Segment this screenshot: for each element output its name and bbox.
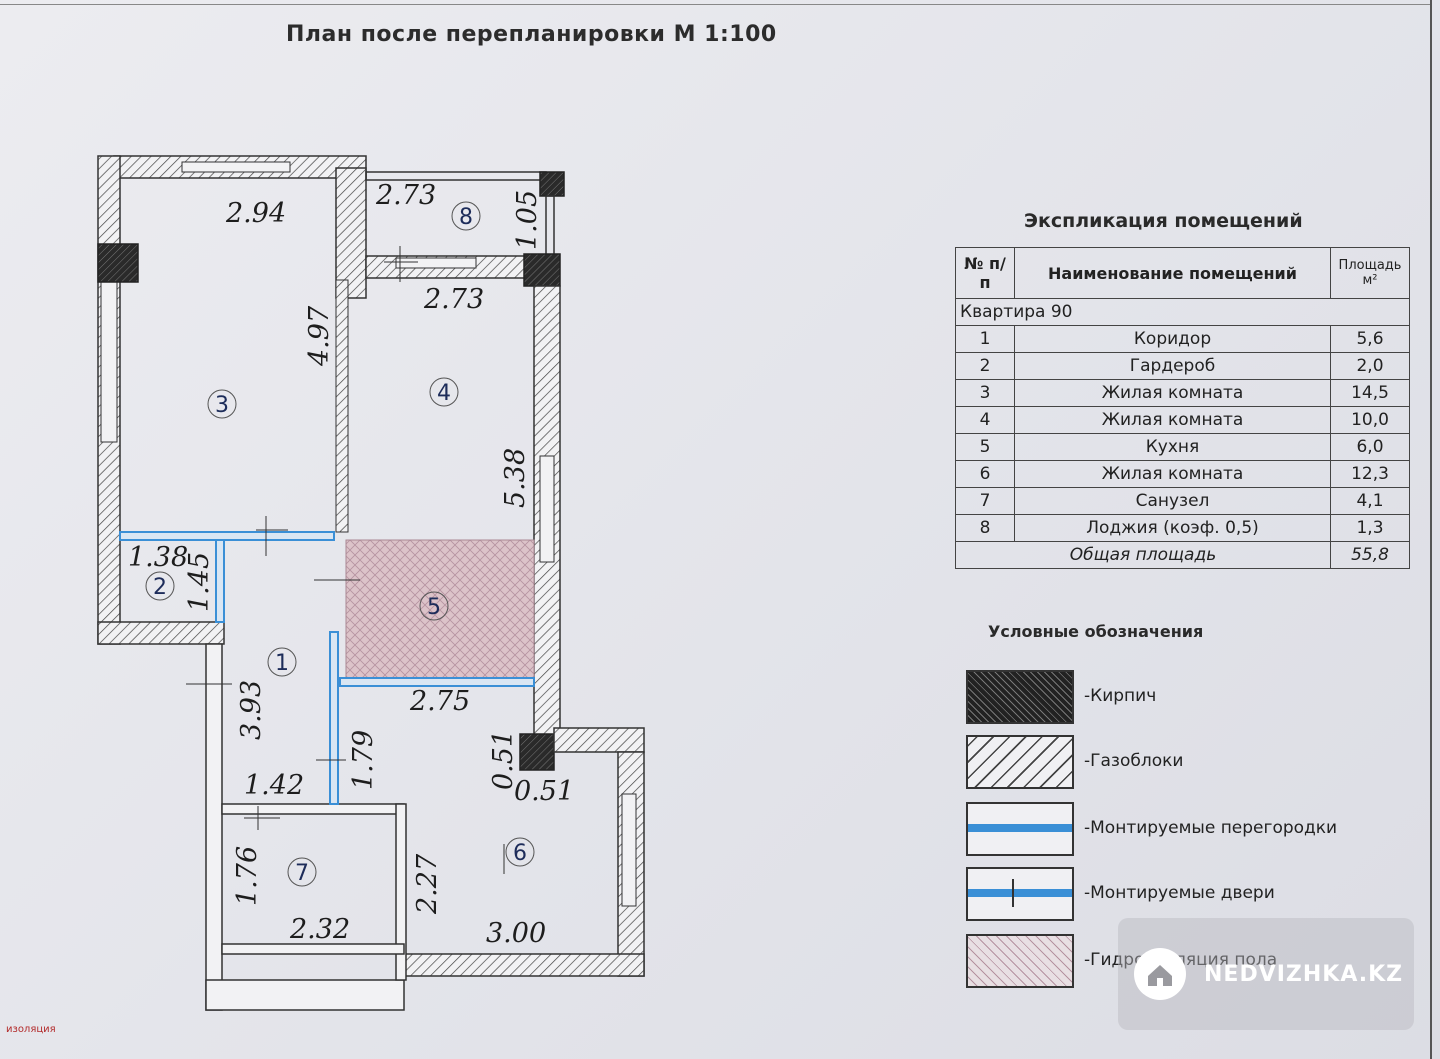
col-number-header: № п/п: [955, 247, 1015, 299]
dim-kitchen-width: 2.75: [409, 686, 470, 717]
legend-item-partition: -Монтируемые перегородки: [966, 802, 1386, 862]
dim-bathroom-depth: 1.76: [232, 846, 263, 906]
mounted-partitions: [119, 531, 535, 805]
drawing-title: План после перепланировки М 1:100: [286, 22, 777, 47]
row-number: 4: [955, 406, 1015, 434]
room-name: Гардероб: [1014, 352, 1331, 380]
dim-column-width: 0.51: [514, 776, 574, 807]
dim-wardrobe-width: 1.38: [128, 542, 188, 573]
house-logo-icon: [1134, 948, 1186, 1000]
room-number-2: 2: [153, 575, 167, 600]
legend-label: -Газоблоки: [1084, 751, 1184, 771]
table-row: 7 Санузел 4,1: [955, 487, 1410, 515]
dim-column-height: 0.51: [488, 730, 519, 790]
room-area: 10,0: [1330, 406, 1410, 434]
dimension-labels: 2.94 2.73 1.05 2.73 4.97 5.38 1.38 1.45 …: [128, 180, 574, 949]
total-label: Общая площадь: [955, 541, 1331, 569]
dim-room3-width: 2.94: [225, 198, 286, 229]
row-number: 5: [955, 433, 1015, 461]
dim-wardrobe-depth: 1.45: [184, 552, 215, 612]
legend-item-door: -Монтируемые двери: [966, 867, 1386, 927]
room-area: 5,6: [1330, 325, 1410, 353]
dim-bathroom-width: 2.32: [289, 914, 350, 945]
row-number: 1: [955, 325, 1015, 353]
legend-title: Условные обозначения: [988, 622, 1204, 641]
room-numbers: 1 2 3 4 5 6 7 8: [145, 201, 535, 887]
room-number-1: 1: [275, 651, 289, 676]
room-name: Лоджия (коэф. 0,5): [1014, 514, 1331, 542]
frame-top-border: [0, 4, 1430, 5]
room-number-5: 5: [427, 595, 441, 620]
total-area: 55,8: [1330, 541, 1410, 569]
watermark-text: NEDVIZHKA.KZ: [1204, 962, 1404, 987]
room-area: 12,3: [1330, 460, 1410, 488]
legend-item-gas-block: -Газоблоки: [966, 735, 1386, 795]
table-row: 6 Жилая комната 12,3: [955, 460, 1410, 488]
room-number-7: 7: [295, 861, 309, 886]
table-row: 2 Гардероб 2,0: [955, 352, 1410, 380]
room-area: 2,0: [1330, 352, 1410, 380]
row-number: 3: [955, 379, 1015, 407]
dim-room4-length: 5.38: [500, 448, 531, 508]
room-name: Кухня: [1014, 433, 1331, 461]
room-area: 14,5: [1330, 379, 1410, 407]
waterproofing-swatch-icon: [966, 934, 1074, 988]
dim-loggia-width: 2.73: [375, 180, 436, 211]
room-name: Жилая комната: [1014, 379, 1331, 407]
legend-label: -Кирпич: [1084, 686, 1157, 706]
legend-label: -Монтируемые двери: [1084, 883, 1275, 903]
room-number-8: 8: [459, 205, 473, 230]
room-number-3: 3: [215, 393, 229, 418]
room-number-6: 6: [513, 841, 527, 866]
room-area: 1,3: [1330, 514, 1410, 542]
legend-item-brick: -Кирпич: [966, 670, 1386, 730]
frame-right-border: [1430, 0, 1432, 1059]
row-number: 2: [955, 352, 1015, 380]
dim-room6-side: 2.27: [412, 853, 443, 915]
room-name: Санузел: [1014, 487, 1331, 515]
table-row: 8 Лоджия (коэф. 0,5) 1,3: [955, 514, 1410, 542]
total-row: Общая площадь 55,8: [955, 541, 1410, 569]
dim-room6-width: 3.00: [486, 918, 546, 949]
door-marks: [186, 246, 505, 874]
room-name: Жилая комната: [1014, 406, 1331, 434]
dim-partition-length: 1.79: [348, 730, 379, 790]
kitchen-waterproofing: [345, 539, 535, 679]
apartment-row: Квартира 90: [955, 298, 1410, 326]
room-name: Коридор: [1014, 325, 1331, 353]
table-row: 1 Коридор 5,6: [955, 325, 1410, 353]
dim-corridor-length: 3.93: [236, 680, 267, 740]
explication-header-row: № п/п Наименование помещений Площадь м²: [955, 247, 1410, 299]
partition-swatch-icon: [966, 802, 1074, 856]
outer-walls: [97, 155, 645, 1011]
room-area: 6,0: [1330, 433, 1410, 461]
dim-room4-width: 2.73: [423, 284, 484, 315]
gas-block-swatch-icon: [966, 735, 1074, 789]
door-swatch-icon: [966, 867, 1074, 921]
dim-corridor-width: 1.42: [244, 770, 304, 801]
row-number: 6: [955, 460, 1015, 488]
row-number: 8: [955, 514, 1015, 542]
table-row: 4 Жилая комната 10,0: [955, 406, 1410, 434]
col-area-header: Площадь м²: [1330, 247, 1410, 299]
explication-title: Экспликация помещений: [1024, 210, 1303, 232]
room-name: Жилая комната: [1014, 460, 1331, 488]
room-area: 4,1: [1330, 487, 1410, 515]
corner-fragment-text: изоляция: [6, 1024, 56, 1035]
table-row: 5 Кухня 6,0: [955, 433, 1410, 461]
explication-table: № п/п Наименование помещений Площадь м² …: [955, 247, 1410, 569]
dim-loggia-depth: 1.05: [512, 190, 543, 250]
brick-swatch-icon: [966, 670, 1074, 724]
dim-room3-length: 4.97: [304, 305, 335, 367]
legend-label: -Монтируемые перегородки: [1084, 818, 1338, 838]
row-number: 7: [955, 487, 1015, 515]
apartment-label: Квартира 90: [955, 298, 1410, 326]
col-name-header: Наименование помещений: [1014, 247, 1331, 299]
room-number-4: 4: [437, 381, 451, 406]
table-row: 3 Жилая комната 14,5: [955, 379, 1410, 407]
